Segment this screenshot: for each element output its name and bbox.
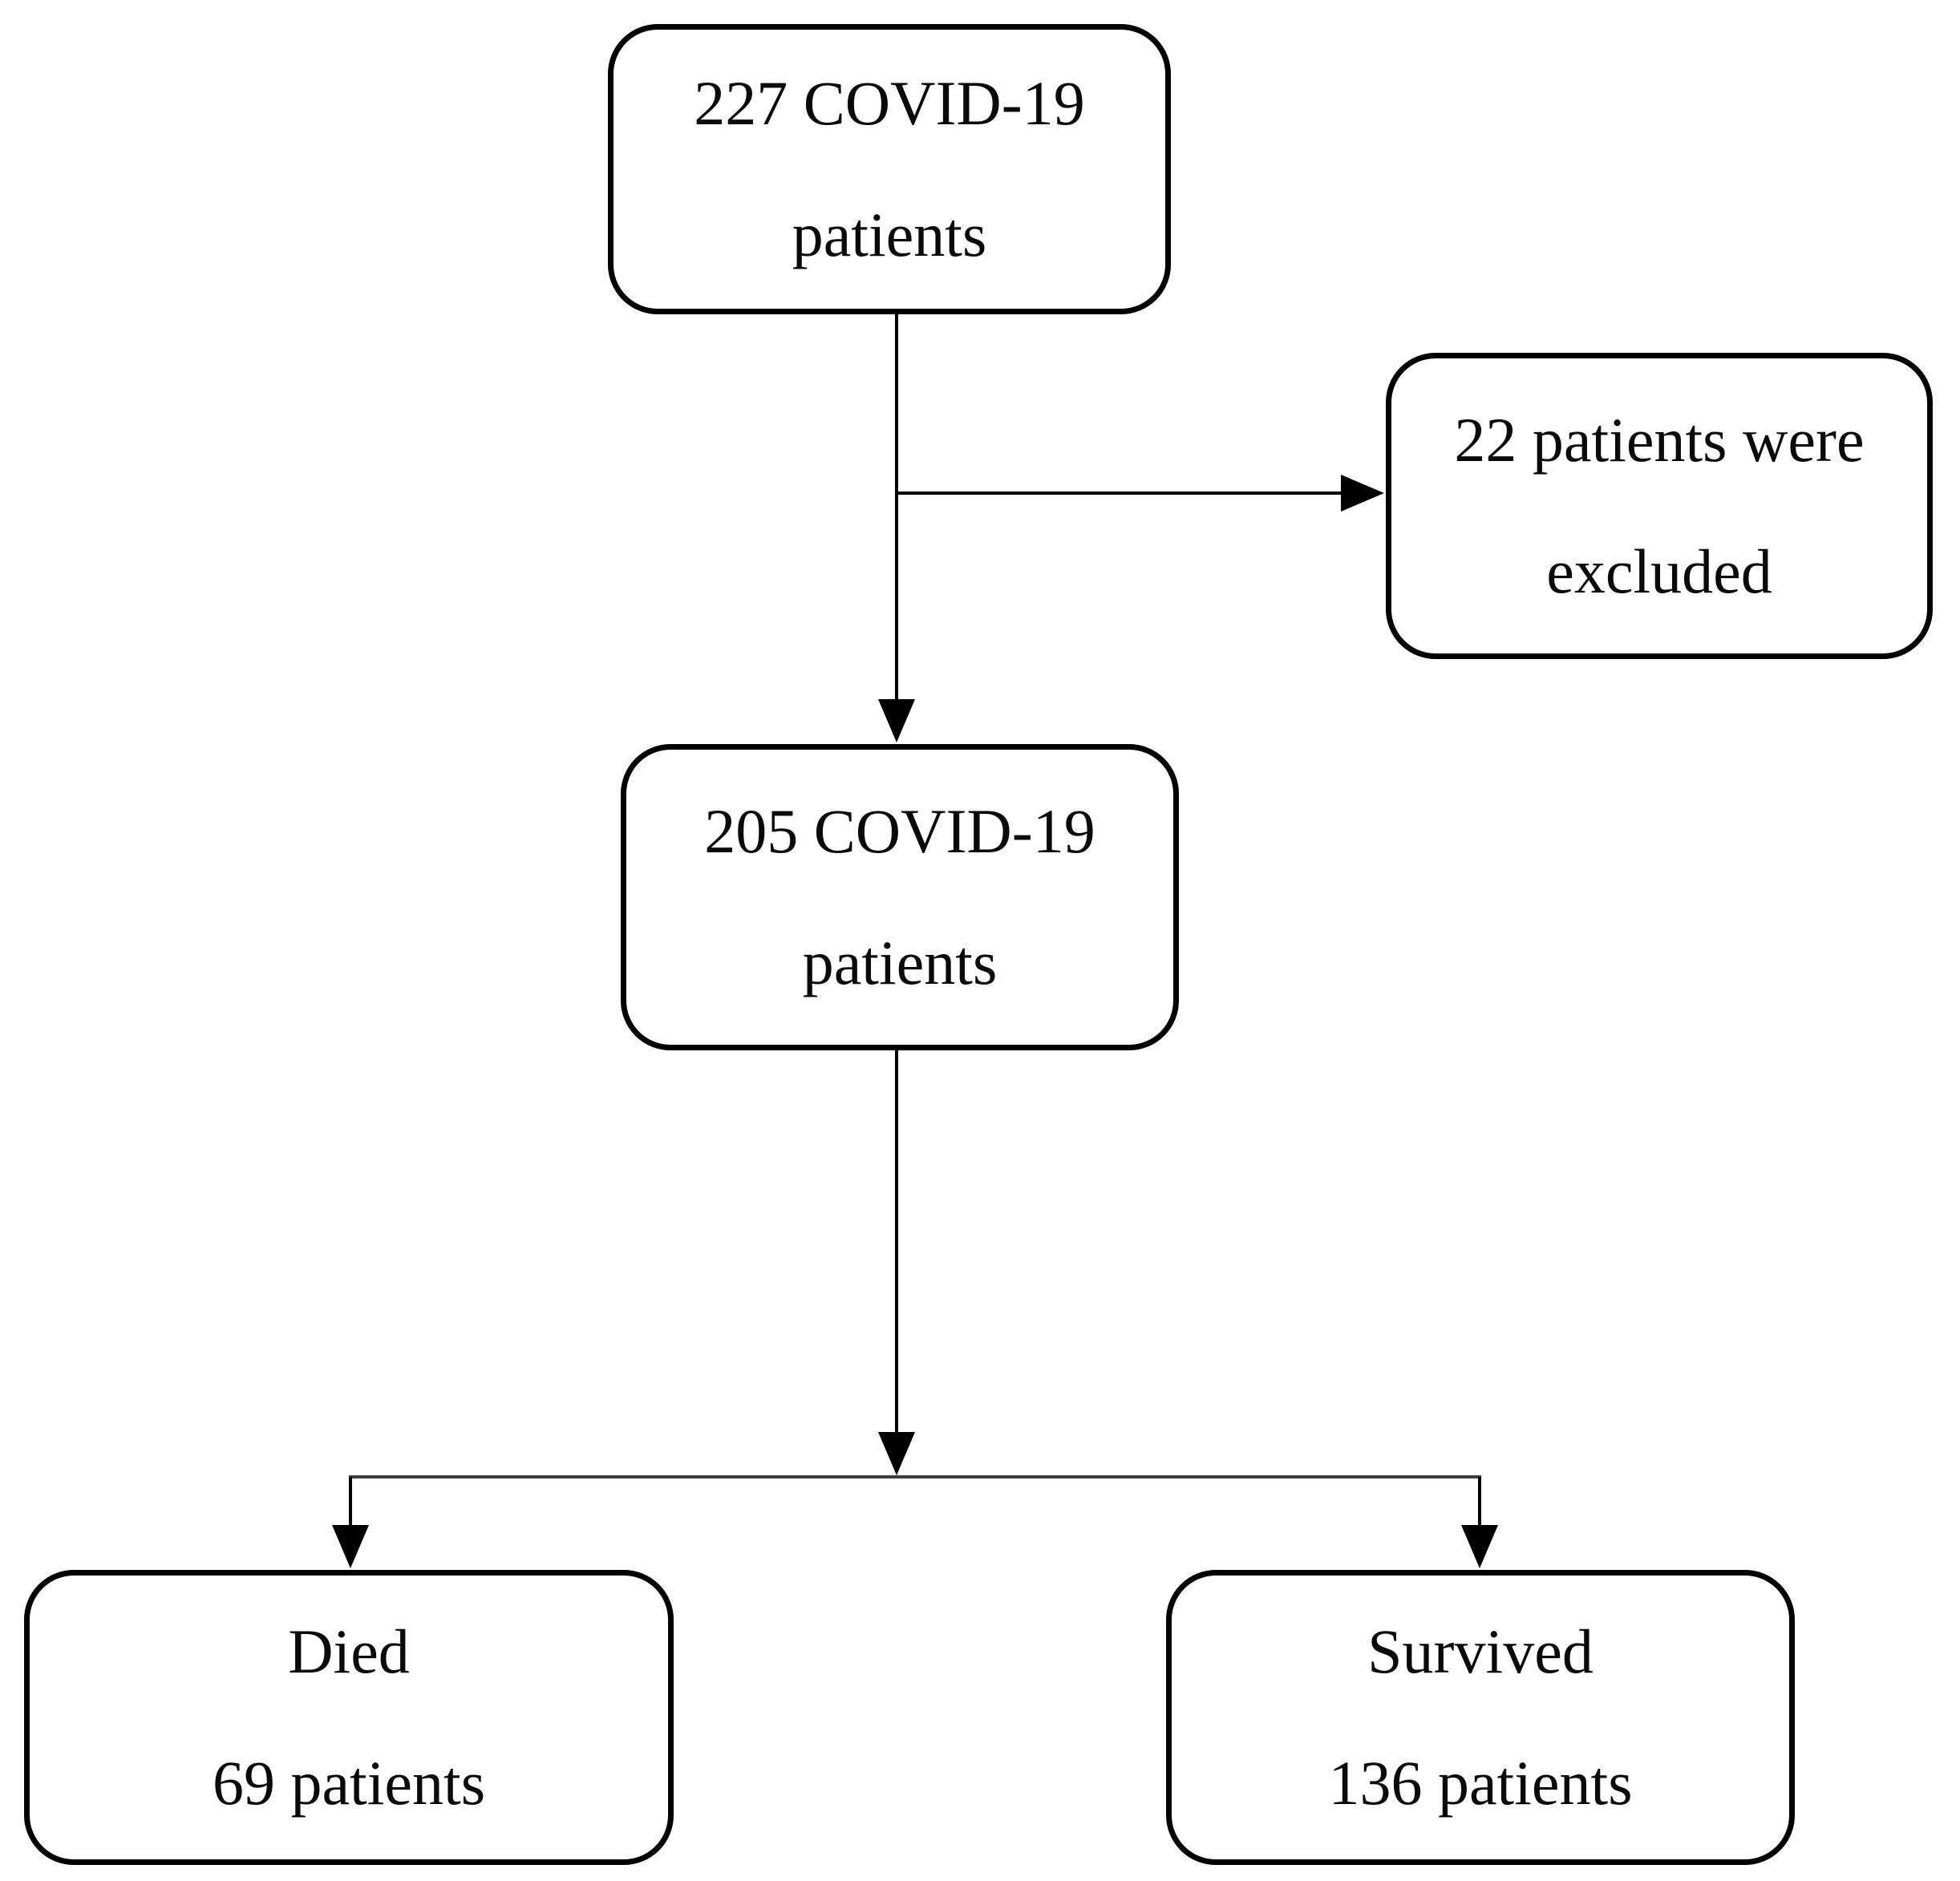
arrowhead-down-split-icon (878, 1432, 915, 1475)
connector-split-to-died (349, 1477, 352, 1531)
node-survived: Survived 136 patients (1166, 1570, 1795, 1865)
connector-split-to-survived (1478, 1477, 1481, 1531)
split-line (349, 1475, 1481, 1479)
arrowhead-down-died-icon (332, 1525, 369, 1568)
connector-initial-to-eligible (895, 314, 898, 701)
arrowhead-right-excluded-icon (1341, 475, 1384, 512)
connector-eligible-to-split (895, 1050, 898, 1434)
node-excluded-line2: excluded (1546, 536, 1772, 606)
node-initial-line2: patients (792, 200, 987, 269)
node-eligible-line1: 205 COVID-19 (704, 796, 1095, 866)
connector-branch-to-excluded (897, 491, 1344, 495)
node-initial-line1: 227 COVID-19 (694, 68, 1085, 138)
node-excluded-patients: 22 patients were excluded (1386, 353, 1933, 659)
node-eligible-patients: 205 COVID-19 patients (621, 744, 1179, 1050)
node-died-line1: Died (288, 1616, 410, 1686)
arrowhead-down-eligible-icon (878, 699, 915, 742)
node-initial-patients: 227 COVID-19 patients (608, 24, 1171, 314)
arrowhead-down-survived-icon (1461, 1525, 1498, 1568)
node-excluded-line1: 22 patients were (1454, 405, 1865, 475)
node-survived-line1: Survived (1367, 1616, 1594, 1686)
node-died: Died 69 patients (24, 1570, 674, 1865)
node-survived-line2: 136 patients (1328, 1748, 1633, 1818)
node-died-line2: 69 patients (212, 1748, 486, 1818)
node-eligible-line2: patients (802, 928, 998, 997)
